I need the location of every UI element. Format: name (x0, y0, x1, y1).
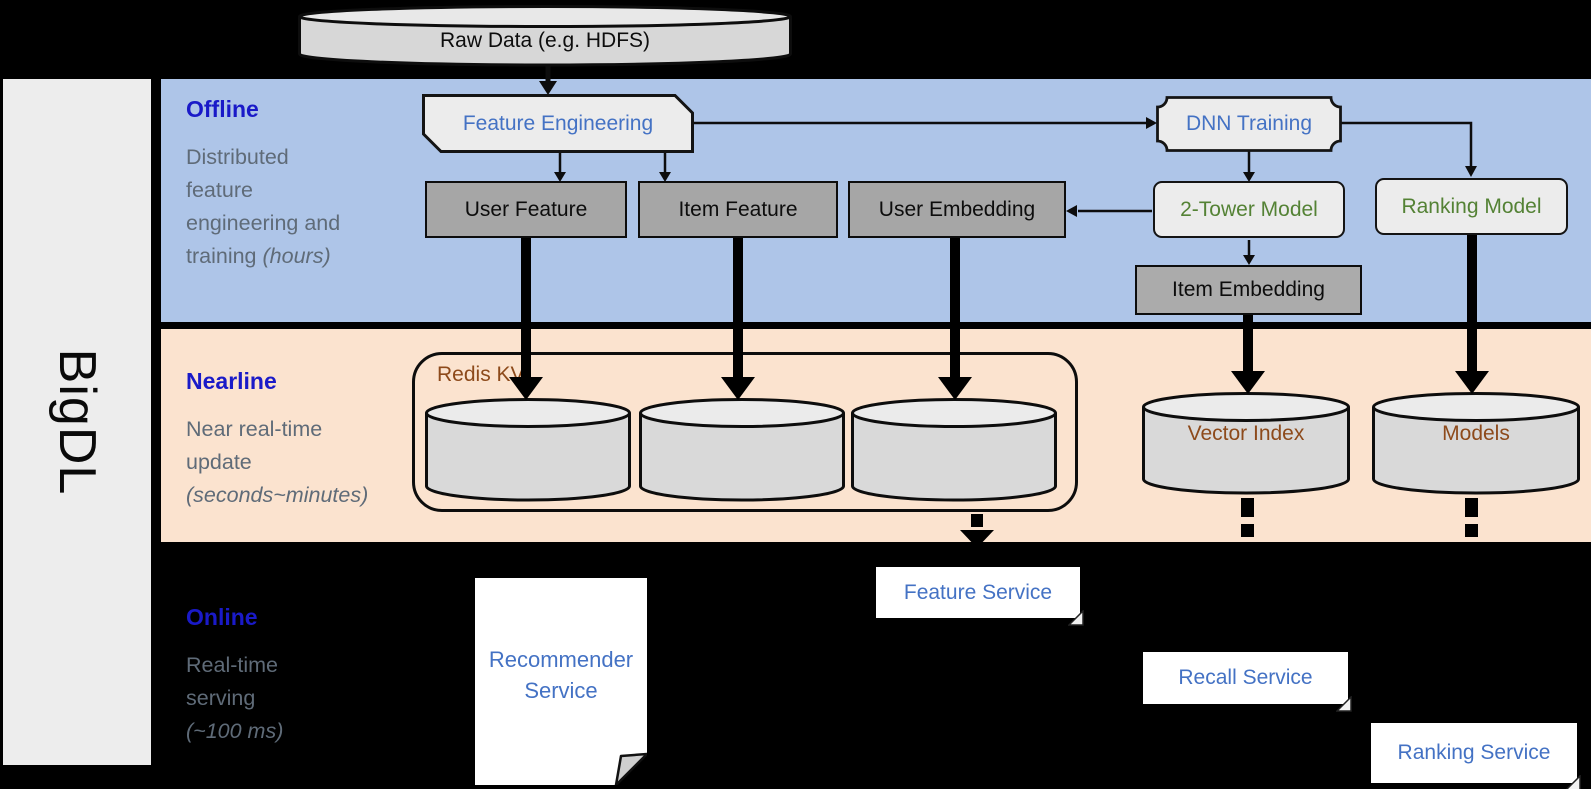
card-shape (422, 94, 694, 153)
item-embedding-node: Item Embedding (1135, 265, 1362, 315)
recall-service-label: Recall Service (1178, 666, 1313, 689)
folded-corner-icon (1565, 775, 1581, 789)
desc-line: feature (186, 178, 253, 202)
raw-data-cylinder: Raw Data (e.g. HDFS) (298, 5, 792, 67)
cylinder-icon (1372, 392, 1580, 495)
recommender-service-line1: Recommender (488, 647, 634, 672)
desc-line: Distributed (186, 145, 289, 169)
two-tower-model-node: 2-Tower Model (1153, 181, 1345, 238)
offline-section-title: Offline (186, 96, 259, 122)
plaque-shape (1156, 96, 1342, 152)
nearline-section-desc: Near real-time update (seconds~minutes) (186, 413, 421, 512)
user-feature-label: User Feature (464, 197, 588, 221)
user-embedding-label: User Embedding (878, 197, 1036, 221)
ranking-service-node: Ranking Service (1371, 723, 1581, 789)
desc-line: update (186, 450, 252, 474)
bigdl-label: BigDL (48, 348, 106, 496)
redis-cylinder-1 (425, 398, 631, 502)
ranking-model-label: Ranking Model (1401, 194, 1542, 218)
desc-line-italic: (~100 ms) (186, 719, 284, 743)
recommender-service-node: Recommender Service (475, 578, 647, 785)
dnn-training-label: DNN Training (1185, 112, 1313, 135)
cylinder-icon (851, 398, 1057, 502)
cylinder-icon (425, 398, 631, 502)
feature-engineering-node: Feature Engineering (422, 94, 694, 153)
desc-line: training (186, 244, 257, 268)
item-feature-node: Item Feature (638, 181, 838, 238)
vector-index-label: Vector Index (1187, 422, 1305, 445)
folded-corner-icon (1336, 696, 1352, 712)
recall-service-node: Recall Service (1143, 652, 1352, 712)
dnn-training-node: DNN Training (1156, 96, 1342, 152)
cylinder-icon (298, 5, 792, 67)
item-embedding-label: Item Embedding (1172, 278, 1325, 301)
desc-line: Near real-time (186, 417, 323, 441)
models-cylinder: Models (1372, 392, 1580, 495)
desc-line-italic: (seconds~minutes) (186, 483, 369, 507)
cylinder-icon (639, 398, 845, 502)
feature-service-node: Feature Service (876, 567, 1084, 626)
desc-line: Real-time (186, 653, 278, 677)
document-shape (475, 578, 647, 785)
desc-line: serving (186, 686, 256, 710)
item-feature-label: Item Feature (678, 197, 798, 221)
recommender-service-label: Recommender Service (475, 644, 647, 706)
folded-corner-icon (1068, 610, 1084, 626)
two-tower-model-label: 2-Tower Model (1180, 197, 1318, 221)
folded-corner-icon (614, 752, 647, 785)
online-section-title: Online (186, 604, 258, 630)
feature-engineering-label: Feature Engineering (462, 111, 654, 135)
cylinder-icon (1142, 392, 1350, 495)
bigdl-sidebar: BigDL (3, 79, 151, 765)
user-embedding-node: User Embedding (848, 181, 1066, 238)
nearline-section-title: Nearline (186, 368, 277, 394)
offline-section-desc: Distributed feature engineering and trai… (186, 141, 416, 273)
ranking-service-label: Ranking Service (1397, 741, 1551, 764)
recommender-service-line2: Service (524, 678, 598, 703)
redis-cylinder-3 (851, 398, 1057, 502)
redis-kv-container: Redis KV (412, 352, 1078, 512)
models-label: Models (1442, 422, 1510, 445)
raw-data-label: Raw Data (e.g. HDFS) (439, 29, 651, 52)
online-section-desc: Real-time serving (~100 ms) (186, 649, 406, 748)
redis-cylinder-2 (639, 398, 845, 502)
feature-service-label: Feature Service (903, 580, 1053, 604)
ranking-model-node: Ranking Model (1375, 178, 1568, 235)
user-feature-node: User Feature (425, 181, 627, 238)
desc-line-italic: (hours) (262, 244, 331, 268)
redis-kv-label: Redis KV (437, 363, 525, 386)
vector-index-cylinder: Vector Index (1142, 392, 1350, 495)
desc-line: engineering and (186, 211, 341, 235)
